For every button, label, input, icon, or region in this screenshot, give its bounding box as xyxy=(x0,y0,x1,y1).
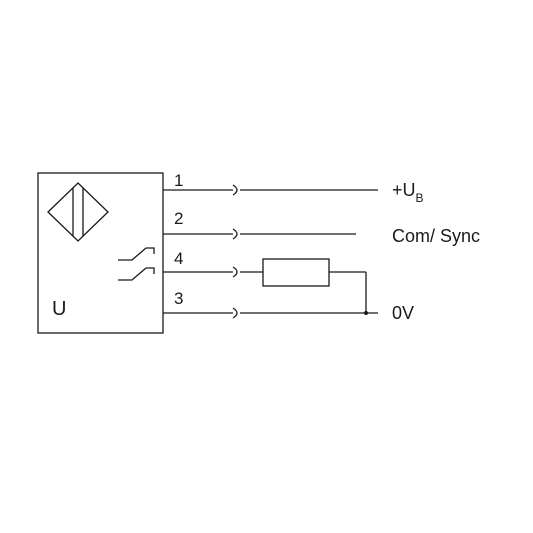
wire-pin-2 xyxy=(163,228,356,240)
wire-pin-3 xyxy=(163,307,378,319)
pin-number-4: 4 xyxy=(174,249,183,268)
signal-ub-subscript: B xyxy=(416,191,424,205)
signal-label-com-sync: Com/ Sync xyxy=(392,226,480,246)
wire-pin-1 xyxy=(163,184,378,196)
load-resistor xyxy=(262,258,330,287)
signal-label-0v: 0V xyxy=(392,303,414,323)
junction-dot xyxy=(364,311,368,315)
sensor-housing xyxy=(37,172,164,334)
signal-ub-main: +U xyxy=(392,180,416,200)
sensing-face-icon xyxy=(47,182,109,242)
pin-number-3: 3 xyxy=(174,289,183,308)
pin-number-1: 1 xyxy=(174,171,183,190)
switch-contact-icon xyxy=(118,247,155,281)
wire-pin-4 xyxy=(163,258,367,313)
signal-label-ub: +UB xyxy=(392,180,424,205)
pin-number-2: 2 xyxy=(174,209,183,228)
sensor-label: U xyxy=(52,298,66,320)
